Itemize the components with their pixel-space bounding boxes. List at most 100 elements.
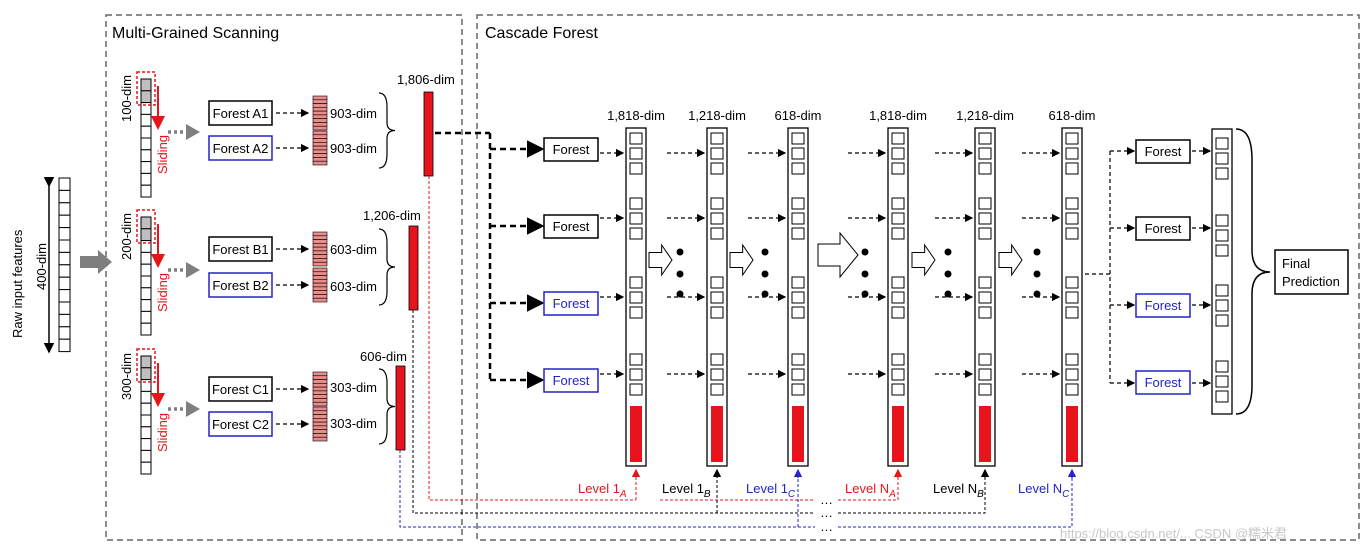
- class-vector-cell: [312, 398, 328, 403]
- scan-vector-cell: [140, 461, 152, 475]
- class-prob-cell: [710, 197, 724, 210]
- level-label: Level 1B: [662, 481, 711, 500]
- class-prob-cell: [978, 132, 992, 145]
- scan-vector-cell: [140, 90, 152, 104]
- class-prob-cell: [978, 276, 992, 289]
- forest-a2-box: [208, 135, 273, 161]
- cascade-frame: [476, 14, 1360, 541]
- class-vector-cell: [312, 390, 328, 395]
- scan-vector-cell: [140, 402, 152, 416]
- scan-b-window: 200-dim: [119, 213, 134, 260]
- feedback-ellipsis: …: [820, 505, 833, 520]
- class-vector-cell: [312, 250, 328, 255]
- final-prediction-box: [1274, 249, 1349, 295]
- final-prob-cell: [1215, 244, 1229, 257]
- class-vector-cell: [312, 371, 328, 377]
- scan-vector-cell: [140, 390, 152, 404]
- class-prob-cell: [791, 132, 805, 145]
- scan-vector-cell: [140, 367, 152, 381]
- forest-b2-label: Forest B2: [212, 278, 268, 293]
- level-dim: 1,218-dim: [956, 108, 1014, 123]
- class-vector-cell: [312, 114, 328, 119]
- class-vector-cell: [312, 282, 328, 288]
- scan-to-forest-arrowhead: [186, 401, 200, 417]
- class-prob-cell: [791, 368, 805, 381]
- cascade-first-forest-4-box: [543, 368, 599, 393]
- cascade-first-forest-4-label: Forest: [553, 373, 590, 388]
- level-transition-arrow: [729, 243, 754, 277]
- level-label-main: Level N: [933, 481, 977, 496]
- scan-vector-cell: [140, 125, 152, 139]
- class-vector-cell: [312, 130, 328, 136]
- final-prediction-line-2: Prediction: [1282, 274, 1340, 289]
- class-prob-cell: [791, 353, 805, 366]
- level-label-sub: C: [788, 489, 796, 500]
- cascade-structure: ………: [399, 127, 1271, 534]
- scan-vector-cell: [140, 113, 152, 127]
- scan-row-b: [136, 209, 396, 336]
- class-vector-cell: [312, 99, 328, 104]
- scan-row-a: [136, 71, 396, 198]
- final-prediction-line-1: Final: [1282, 256, 1310, 271]
- final-prob-cell: [1215, 314, 1229, 327]
- scan-vector-cell: [140, 251, 152, 265]
- class-vector-cell: [312, 267, 328, 273]
- scan-b-concat-dim: 1,206-dim: [363, 208, 421, 223]
- class-vector-cell: [312, 275, 328, 280]
- class-prob-cell: [791, 147, 805, 160]
- raw-input-cell: [58, 264, 71, 278]
- class-vector-cell: [312, 118, 328, 123]
- scan-vector-cell: [140, 161, 152, 174]
- forest-c1-label: Forest C1: [212, 382, 269, 397]
- class-prob-cell: [629, 132, 643, 145]
- scan-window-box: [136, 71, 156, 106]
- level-dim: 1,218-dim: [688, 108, 746, 123]
- scan-a-sliding: Sliding: [155, 135, 170, 174]
- level-label-main: Level N: [845, 481, 889, 496]
- class-vector-cell: [312, 290, 328, 295]
- class-prob-cell: [891, 368, 905, 381]
- class-vector-cell: [312, 436, 328, 442]
- class-vector-cell: [312, 138, 328, 143]
- class-prob-cell: [978, 147, 992, 160]
- class-vector-cell: [312, 429, 328, 434]
- class-prob-cell: [629, 353, 643, 366]
- final-prob-cell: [1215, 137, 1229, 150]
- forest-b1-box: [208, 236, 273, 262]
- class-vector-cell: [312, 95, 328, 101]
- class-prob-cell: [629, 147, 643, 160]
- feature-link-blue-2: [838, 478, 1073, 528]
- class-vector-cell: [312, 418, 328, 423]
- level-label: Level NA: [845, 481, 896, 500]
- cascade-first-forest-2-box: [543, 214, 599, 239]
- final-prob-cell: [1215, 360, 1229, 373]
- class-vector-cell: [312, 149, 328, 154]
- scan-b-sliding: Sliding: [155, 273, 170, 312]
- scan-vector-cell: [140, 299, 152, 312]
- class-prob-cell: [791, 306, 805, 319]
- scan-vector-cell: [140, 78, 152, 92]
- scan-vector-cell: [140, 449, 152, 463]
- level-transition-arrow: [817, 231, 859, 279]
- class-prob-cell: [978, 162, 992, 175]
- scan-c-concat-vector: [395, 365, 406, 451]
- raw-input-cell: [58, 301, 71, 315]
- ellipsis-dot: [1033, 290, 1041, 298]
- level-transition-arrow: [648, 243, 673, 277]
- class-prob-cell: [978, 212, 992, 225]
- final-prob-cell: [1215, 167, 1229, 180]
- ellipsis-dot: [1033, 248, 1041, 256]
- raw-input-cell: [58, 251, 71, 266]
- class-vector-cell: [312, 383, 328, 388]
- class-vector-cell: [312, 410, 328, 415]
- level-label-main: Level 1: [662, 481, 704, 496]
- class-prob-cell: [710, 147, 724, 160]
- scan-a-concat-dim: 1,806-dim: [397, 72, 455, 87]
- level-dim: 1,818-dim: [607, 108, 665, 123]
- concat-brace: [378, 92, 396, 169]
- feature-link-red-3: [838, 478, 899, 501]
- class-prob-cell: [1065, 368, 1079, 381]
- cascade-first-forest-1-label: Forest: [553, 142, 590, 157]
- feedback-ellipsis: …: [820, 519, 833, 534]
